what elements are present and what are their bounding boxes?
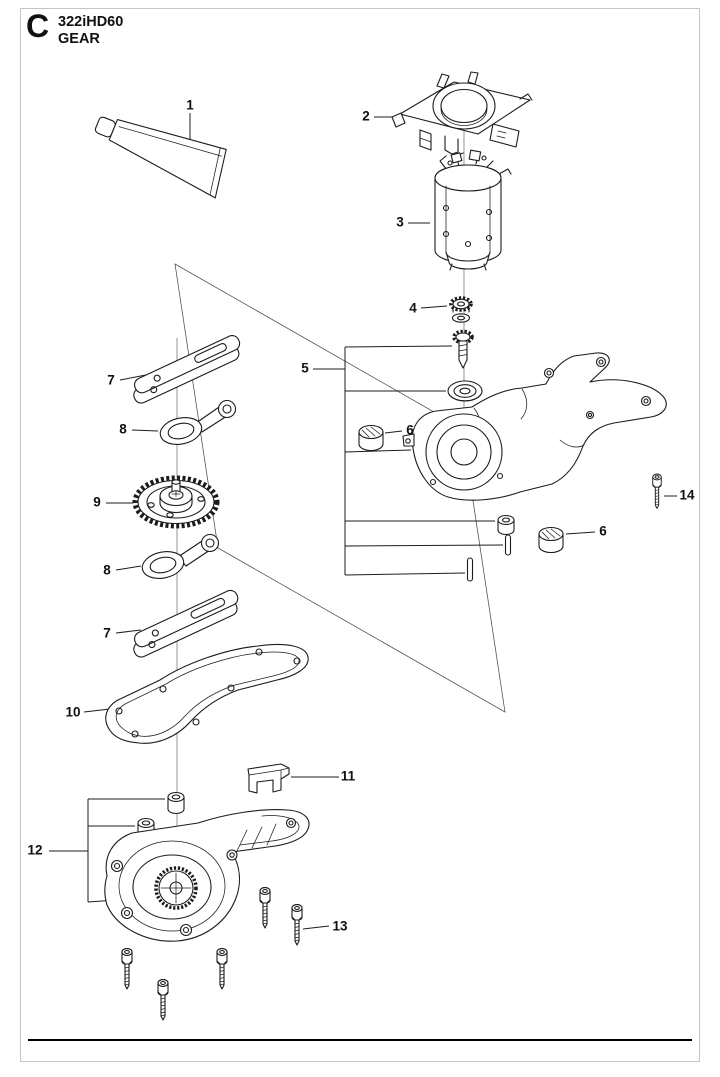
- assembly-plane-outline: [174, 263, 506, 713]
- part-7-blade-upper: [133, 335, 241, 404]
- part-11-clamp: [247, 763, 290, 794]
- section-title: GEAR: [58, 31, 100, 47]
- part-6-plug-lower: [538, 526, 564, 554]
- part-9-gear-wheel: [132, 475, 220, 529]
- callout-7-lower: 7: [103, 626, 111, 641]
- part-5-gear-housing: [402, 352, 667, 501]
- part-bushing: [497, 514, 515, 536]
- part-8-link-lower: [141, 533, 220, 579]
- model-number: 322iHD60: [58, 14, 124, 30]
- leader-lines: [49, 113, 677, 930]
- callout-12: 12: [27, 843, 42, 858]
- callout-9: 9: [93, 495, 101, 510]
- callout-4: 4: [409, 301, 417, 316]
- section-letter: C: [26, 8, 50, 44]
- part-7-blade-lower: [133, 589, 239, 658]
- part-bottom-housing: [104, 809, 310, 942]
- callout-5: 5: [301, 361, 309, 376]
- axis-lines: [176, 130, 465, 886]
- callout-3: 3: [396, 215, 404, 230]
- part-2-motor-mount: [391, 71, 533, 155]
- part-10-gasket: [105, 643, 309, 744]
- callout-6-lower: 6: [599, 524, 607, 539]
- part-3-motor: [434, 149, 512, 271]
- part-bearing: [447, 380, 483, 402]
- callout-7-upper: 7: [107, 373, 115, 388]
- callout-2: 2: [362, 109, 370, 124]
- callout-1: 1: [186, 98, 194, 113]
- callout-11: 11: [341, 769, 356, 784]
- callouts: 1 2 3 4 5 6 6 7 8 9 8 7 10 11 12 13 14: [27, 98, 695, 934]
- part-8-link-upper: [159, 399, 237, 445]
- callout-8-lower: 8: [103, 563, 111, 578]
- callout-8-upper: 8: [119, 422, 127, 437]
- page-border: [20, 8, 700, 1062]
- callout-14: 14: [679, 488, 695, 503]
- callout-13: 13: [332, 919, 348, 934]
- part-gear-shaft: [452, 329, 474, 369]
- part-6-plug-upper: [358, 424, 384, 452]
- part-14-screw: [652, 473, 662, 509]
- callout-10: 10: [65, 705, 80, 720]
- callout-6-upper: 6: [406, 423, 414, 438]
- part-pins: [466, 534, 512, 582]
- part-4-pinion: [449, 296, 473, 323]
- part-1-grease-tube: [94, 116, 227, 199]
